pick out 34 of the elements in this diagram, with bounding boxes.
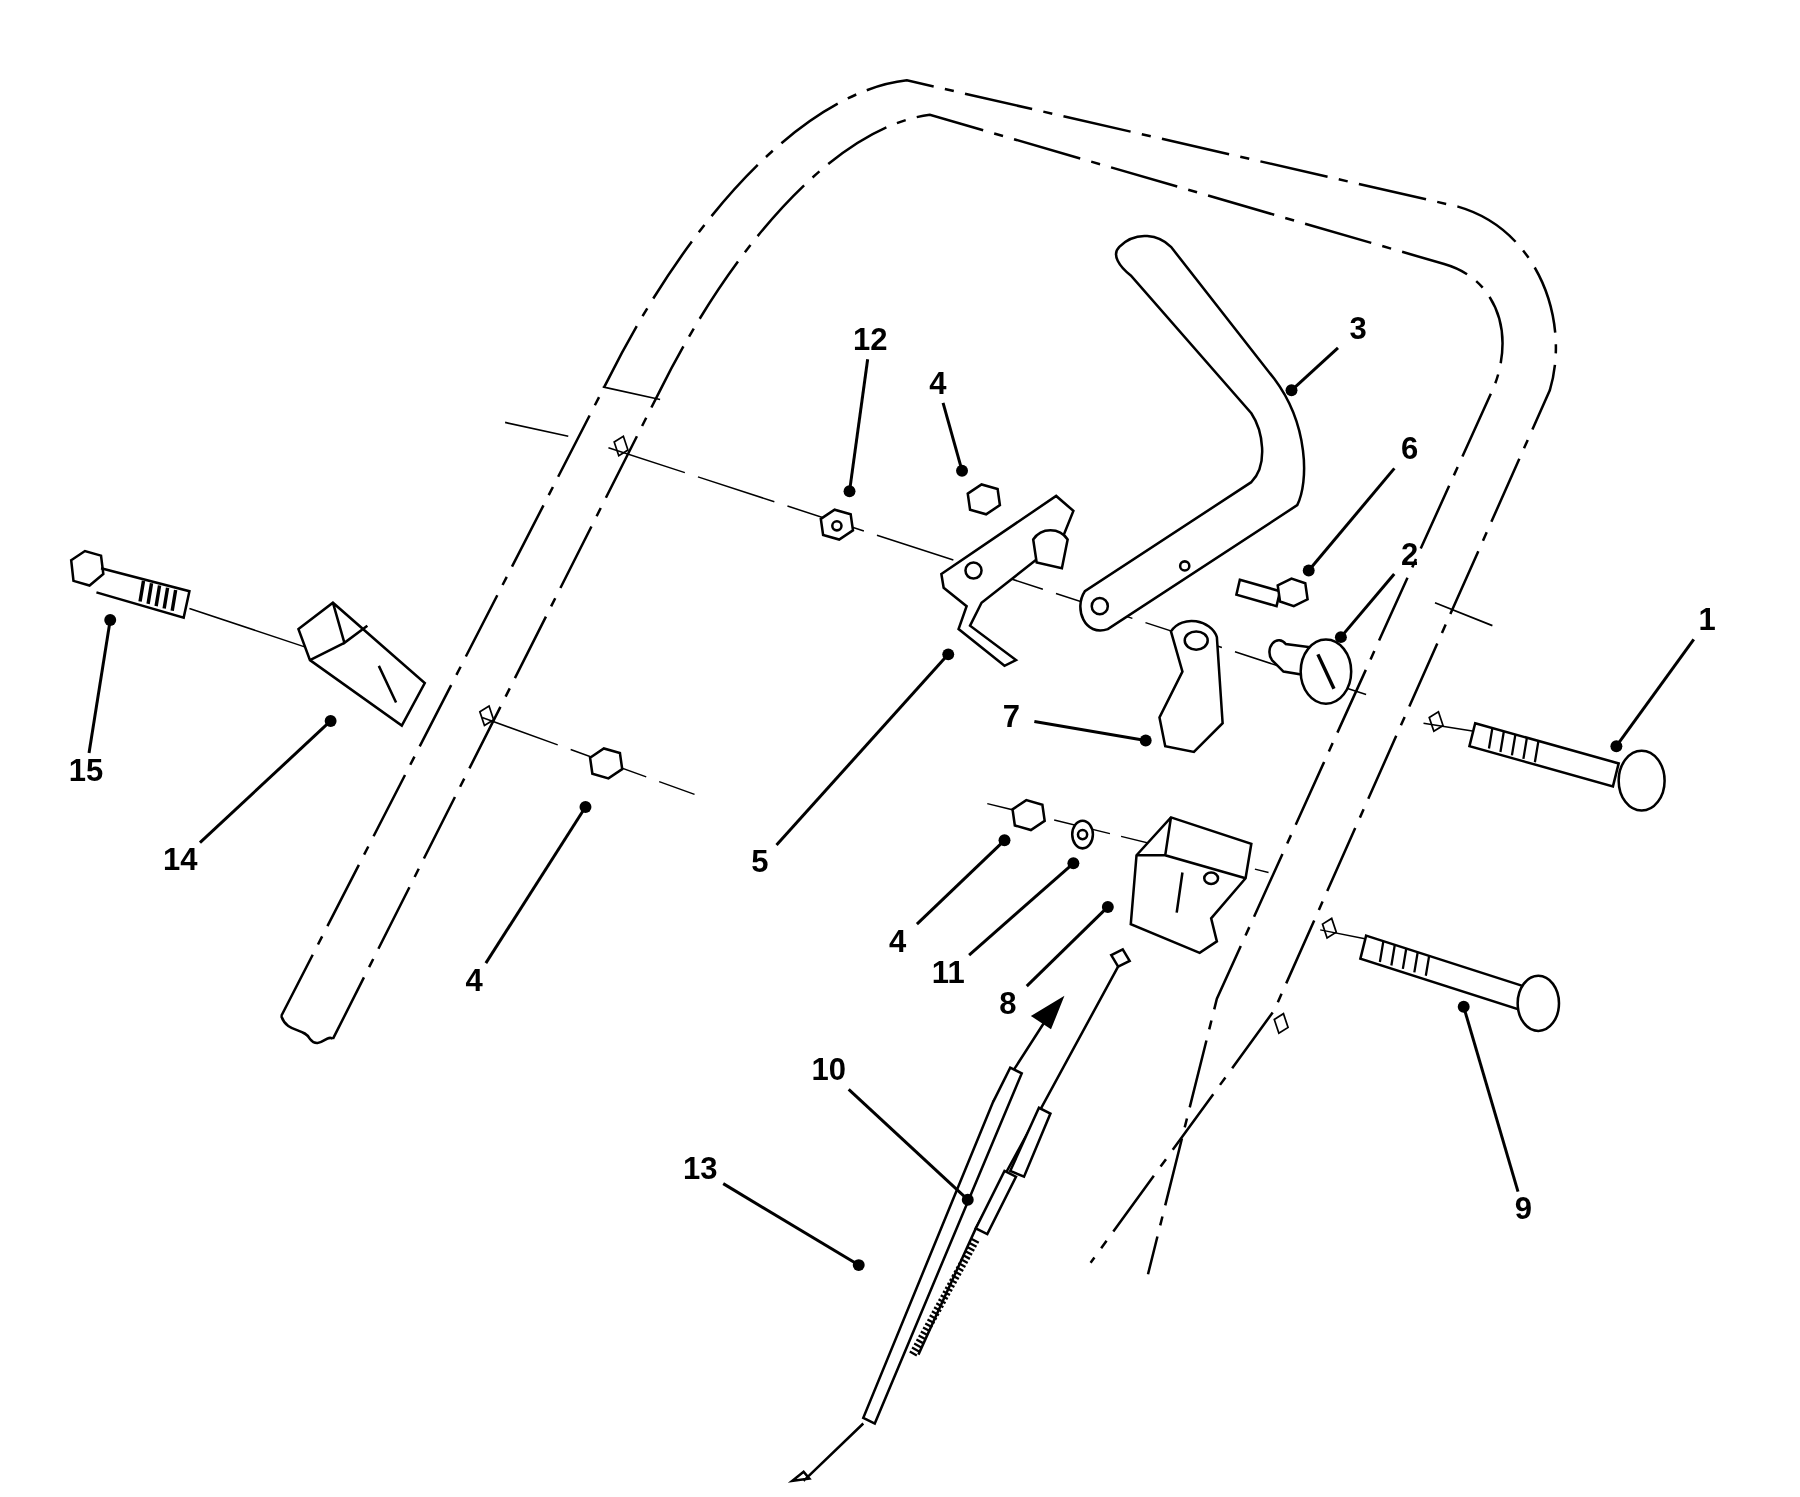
callout-number: 15 xyxy=(63,753,110,790)
callout-number: 10 xyxy=(805,1052,852,1090)
callout-number: 14 xyxy=(157,842,204,880)
callout-number: 6 xyxy=(1386,431,1433,469)
leader-line xyxy=(1457,1000,1520,1193)
callout-number: 11 xyxy=(925,955,972,992)
leader-line xyxy=(1334,573,1396,644)
leader-line xyxy=(484,801,592,964)
callout-number: 3 xyxy=(1335,311,1382,348)
leader-line xyxy=(87,613,117,754)
callout-number: 12 xyxy=(847,322,894,360)
leader-line xyxy=(941,402,968,477)
leader-line xyxy=(1025,900,1114,988)
callout-number: 8 xyxy=(985,986,1031,1023)
leader-line xyxy=(1610,638,1695,753)
callout-number: 4 xyxy=(914,366,961,403)
callout-number: 13 xyxy=(677,1151,724,1189)
leader-line xyxy=(198,714,337,844)
leader-line xyxy=(843,359,870,498)
callout-number: 1 xyxy=(1684,602,1731,640)
callout-number: 9 xyxy=(1500,1191,1547,1229)
leader-line xyxy=(847,1088,974,1206)
leader-line xyxy=(1302,467,1396,577)
callout-number: 4 xyxy=(874,924,921,961)
leader-line xyxy=(722,1182,865,1272)
leader-line xyxy=(1285,346,1339,397)
leader-line xyxy=(915,834,1011,926)
callout-number: 5 xyxy=(737,844,783,882)
leader-line xyxy=(775,648,955,846)
leader-line xyxy=(1034,719,1152,747)
callout-number: 4 xyxy=(451,963,498,1000)
callout-number: 7 xyxy=(988,699,1035,736)
leader-line xyxy=(968,857,1080,957)
callout-number: 2 xyxy=(1386,537,1433,574)
